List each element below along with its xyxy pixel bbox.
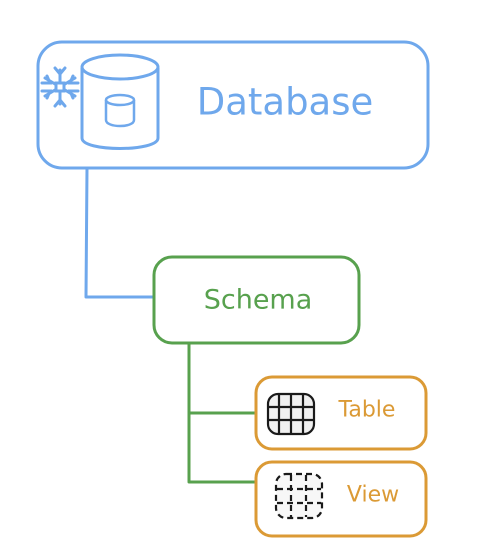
database-node[interactable]: Database (36, 40, 430, 170)
database-label: Database (197, 81, 374, 124)
schema-label: Schema (204, 285, 313, 316)
table-label: Table (338, 398, 396, 423)
connector-schema-table (187, 341, 258, 415)
view-dashed-grid-icon (274, 472, 324, 520)
schema-box[interactable] (152, 255, 361, 345)
database-cylinder-icon (80, 53, 160, 150)
snowflake-icon (40, 66, 80, 108)
schema-node[interactable]: Schema (152, 255, 361, 345)
view-node[interactable]: View (254, 460, 428, 538)
connector-database-schema (84, 166, 156, 299)
table-grid-icon (266, 392, 316, 436)
view-label: View (347, 483, 399, 508)
table-node[interactable]: Table (254, 375, 428, 451)
connector-schema-view (187, 411, 258, 484)
connectors (84, 166, 258, 484)
